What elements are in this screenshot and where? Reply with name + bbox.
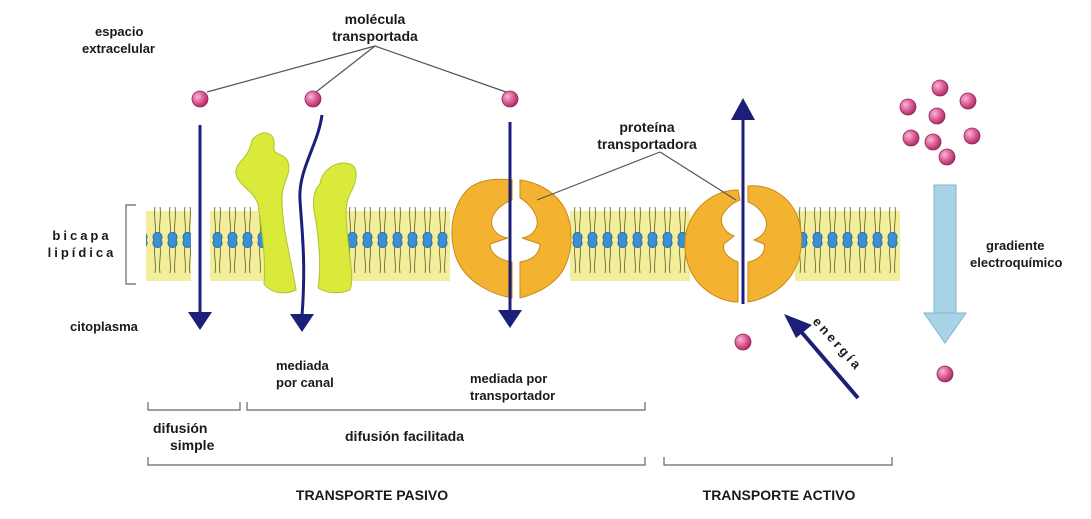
label-transportadora: transportadora xyxy=(597,136,697,152)
molecule xyxy=(929,108,945,124)
label-molecula: molécula xyxy=(345,11,406,27)
label-gradiente: gradiente xyxy=(986,238,1045,253)
label-energia: energía xyxy=(810,314,866,374)
bottom-brackets xyxy=(148,402,892,465)
label-transporte-activo: TRANSPORTE ACTIVO xyxy=(703,487,856,503)
molecule xyxy=(937,366,953,382)
label-mediada-canal-1: mediada xyxy=(276,358,330,373)
label-extracelular: extracelular xyxy=(82,41,155,56)
label-transporte-pasivo: TRANSPORTE PASIVO xyxy=(296,487,448,503)
label-transportada: transportada xyxy=(332,28,418,44)
label-electroquimico: electroquímico xyxy=(970,255,1063,270)
molecule xyxy=(932,80,948,96)
molecule xyxy=(305,91,321,107)
molecule xyxy=(964,128,980,144)
molecule xyxy=(939,149,955,165)
label-espacio: espacio xyxy=(95,24,143,39)
molecule xyxy=(192,91,208,107)
bilayer-segment-4 xyxy=(570,203,690,289)
bilayer-segment-5 xyxy=(795,203,900,289)
label-lipidica: lipídica xyxy=(48,245,117,260)
label-difusion-simple-2: simple xyxy=(170,437,215,453)
label-bicapa: bicapa xyxy=(52,228,111,243)
label-mediada-transportador-1: mediada por xyxy=(470,371,547,386)
label-difusion-facilitada: difusión facilitada xyxy=(345,428,464,444)
molecule xyxy=(903,130,919,146)
label-mediada-canal-2: por canal xyxy=(276,375,334,390)
molecule xyxy=(735,334,751,350)
molecule xyxy=(900,99,916,115)
bilayer-segment-3 xyxy=(345,203,450,289)
label-citoplasma: citoplasma xyxy=(70,319,139,334)
bilayer-segment-1 xyxy=(146,203,191,289)
label-difusion-simple-1: difusión xyxy=(153,420,207,436)
arrow-gradient xyxy=(924,185,966,343)
molecule xyxy=(502,91,518,107)
label-mediada-transportador-2: transportador xyxy=(470,388,555,403)
label-proteina: proteína xyxy=(619,119,674,135)
molecule xyxy=(925,134,941,150)
molecule xyxy=(960,93,976,109)
bilayer-bracket xyxy=(126,205,136,284)
arrow-simple-diffusion xyxy=(188,125,212,330)
arrow-carrier xyxy=(498,122,522,328)
